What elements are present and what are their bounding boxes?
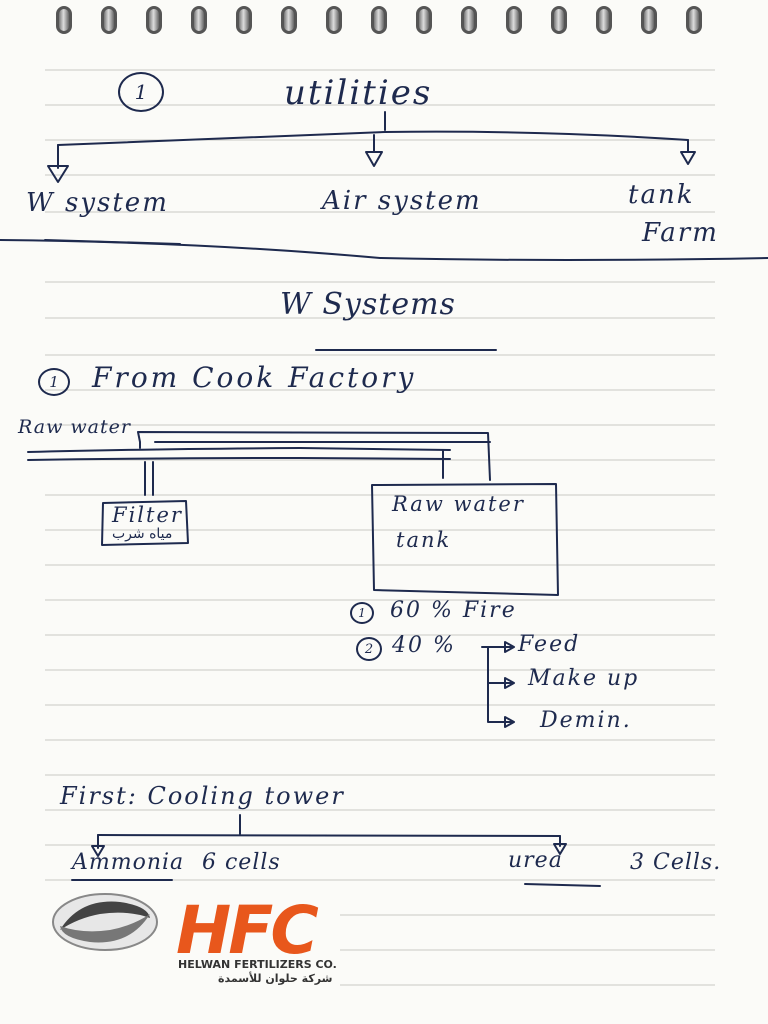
item-title: From Cook Factory — [92, 361, 417, 394]
section-divider — [0, 239, 768, 261]
split-item2-text: 40 % — [392, 633, 456, 658]
arrow-down-icon — [47, 165, 69, 183]
output-make-up: Make up — [528, 666, 640, 691]
split-item2-number: 2 — [364, 641, 374, 657]
spiral-ring — [506, 6, 522, 34]
heading-number-circle: 1 — [118, 72, 164, 112]
bypass-pipe — [137, 431, 491, 481]
split-item2-circle: 2 — [356, 637, 382, 661]
raw-water-inlet-label: Raw water — [18, 416, 131, 438]
spiral-ring — [686, 6, 702, 34]
heading-number: 1 — [134, 80, 148, 104]
ammonia-label: Ammonia — [72, 850, 185, 875]
tank-label-line1: Raw water — [392, 492, 525, 516]
item-number-circle: 1 — [38, 368, 70, 396]
branch-w-system: W system — [26, 188, 169, 218]
split-trunk — [487, 646, 513, 723]
hfc-company-name: HELWAN FERTILIZERS CO. — [178, 958, 337, 971]
branch-farm: Farm — [642, 218, 719, 248]
arrow-right-icon — [504, 677, 515, 689]
arrow-down-icon — [365, 151, 383, 167]
tree-branch-line — [57, 130, 689, 146]
item-number: 1 — [49, 373, 59, 391]
tank-label-line2: tank — [396, 528, 452, 552]
spiral-ring — [551, 6, 567, 34]
raw-water-pipe-lower — [27, 457, 451, 461]
spiral-ring — [101, 6, 117, 34]
spiral-ring — [191, 6, 207, 34]
spiral-ring — [56, 6, 72, 34]
spiral-ring — [461, 6, 477, 34]
arrow-right-icon — [504, 641, 515, 653]
arrow-down-icon — [553, 843, 567, 855]
arrow-right-icon — [504, 716, 515, 728]
output-feed: Feed — [518, 632, 581, 657]
filter-label: Filter — [112, 503, 183, 527]
filter-box — [101, 500, 189, 546]
spiral-ring — [281, 6, 297, 34]
hfc-logo-text: HFC — [176, 892, 319, 969]
urea-label: urea — [508, 848, 563, 873]
ruled-lines — [45, 69, 715, 986]
hfc-company-name-arabic: شركة حلوان للأسمدة — [218, 972, 333, 985]
raw-water-pipe-upper — [27, 447, 451, 453]
split-item1-circle: 1 — [350, 602, 374, 624]
spiral-ring — [371, 6, 387, 34]
cooling-title: First: Cooling tower — [60, 782, 345, 810]
spiral-ring — [236, 6, 252, 34]
urea-cells: 3 Cells. — [630, 850, 722, 875]
hfc-logo-emblem — [52, 893, 158, 951]
ammonia-cells: 6 cells — [202, 850, 281, 875]
split-item1-number: 1 — [358, 606, 366, 620]
spiral-ring — [146, 6, 162, 34]
cooling-branch-line — [97, 834, 561, 837]
filter-arabic-label: مياه شرب — [112, 526, 173, 542]
split-item1-text: 60 % Fire — [390, 598, 517, 623]
heading-title: utilities — [284, 73, 433, 113]
spiral-ring — [416, 6, 432, 34]
arrow-down-icon — [680, 151, 696, 165]
underline-urea — [524, 883, 601, 887]
branch-air-system: Air system — [322, 186, 482, 216]
output-demin: Demin. — [540, 708, 632, 733]
arrow-down-icon — [91, 845, 105, 857]
raw-water-tank — [371, 483, 559, 596]
section-title: W Systems — [280, 287, 456, 322]
spiral-ring — [596, 6, 612, 34]
spiral-ring — [641, 6, 657, 34]
branch-tank: tank — [628, 180, 695, 210]
spiral-ring — [326, 6, 342, 34]
